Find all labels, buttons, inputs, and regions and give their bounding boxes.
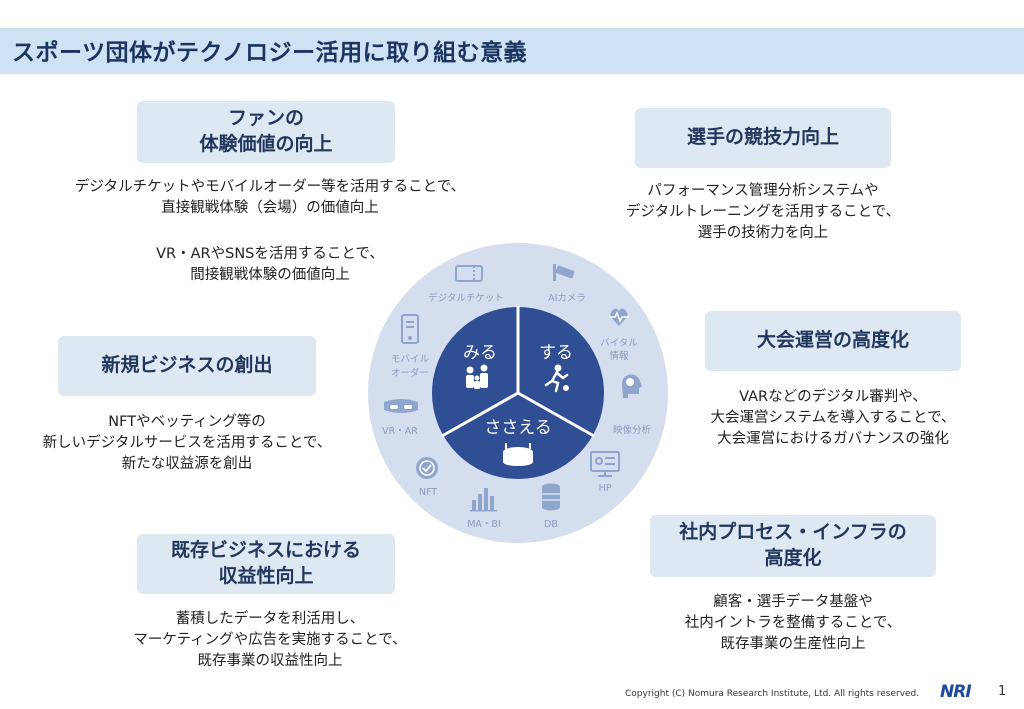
page-title: スポーツ団体がテクノロジー活用に取り組む意義 [12, 40, 528, 66]
desc-line: 新しいデジタルサービスを活用することで、 [42, 435, 332, 452]
ring-label-hp: HP [599, 483, 612, 494]
desc-fan-direct: デジタルチケットやモバイルオーダー等を活用することで、 直接観戦体験（会場）の価… [60, 177, 480, 219]
desc-line: 新たな収益源を創出 [121, 456, 253, 473]
desc-line: 既存事業の収益性向上 [197, 653, 343, 670]
box-existing-line1: 既存ビジネスにおける [170, 539, 361, 562]
desc-line: NFTやベッティング等の [108, 414, 266, 430]
nft-badge-icon [416, 457, 438, 479]
ring-label-nft: NFT [419, 487, 437, 498]
box-tournament-operation: 大会運営の高度化 [705, 311, 961, 371]
ring-label-video: 映像分析 [613, 424, 652, 436]
desc-line: 直接観戦体験（会場）の価値向上 [161, 200, 379, 217]
ring-label-vital-1: バイタル [600, 338, 638, 349]
desc-line: VARなどのデジタル審判や、 [739, 389, 927, 405]
box-fan-line2: 体験価値の向上 [199, 133, 333, 155]
desc-line: 選手の技術力を向上 [697, 225, 829, 242]
box-athlete-performance: 選手の競技力向上 [635, 108, 891, 168]
desc-line: 蓄積したデータを利活用し、 [175, 611, 365, 627]
box-internal-line2: 高度化 [764, 547, 822, 569]
ring-label-mobile-1: モバイル [391, 354, 430, 365]
segment-watch: みる [463, 343, 497, 363]
database-icon [542, 483, 560, 511]
runner-icon [544, 364, 569, 393]
segment-play: する [539, 343, 573, 363]
desc-line: マーケティングや広告を実施することで、 [133, 632, 407, 649]
box-internal-line1: 社内プロセス・インフラの [679, 521, 907, 544]
box-new-business-label: 新規ビジネスの創出 [101, 354, 273, 377]
heart-icon [609, 308, 629, 326]
box-fan-line1: ファンの [227, 107, 304, 130]
desc-line: デジタルチケットやモバイルオーダー等を活用することで、 [74, 179, 466, 195]
desc-new-business: NFTやベッティング等の 新しいデジタルサービスを活用することで、 新たな収益源… [0, 412, 374, 475]
ring-label-ticket: デジタルチケット [428, 292, 504, 304]
ring-label-db: DB [544, 519, 558, 530]
desc-line: 間接観戦体験の価値向上 [190, 267, 350, 284]
nri-logo: NRI [940, 682, 972, 702]
ring-label-vr-ar: VR・AR [382, 426, 418, 437]
box-new-business: 新規ビジネスの創出 [58, 336, 316, 396]
desc-line: 既存事業の生産性向上 [720, 636, 866, 653]
desc-internal: 顧客・選手データ基盤や 社内イントラを整備することで、 既存事業の生産性向上 [608, 592, 978, 655]
technology-ring-diagram: みる する ささえる デジタルチケット AIカメラ バイタル 情報 映像分析 [368, 243, 668, 543]
camera-icon [553, 264, 575, 281]
desc-athlete: パフォーマンス管理分析システムや デジタルトレーニングを活用することで、 選手の… [578, 181, 948, 244]
family-icon [466, 364, 488, 389]
desc-line: 大会運営におけるガバナンスの強化 [717, 431, 949, 448]
box-tournament-label: 大会運営の高度化 [756, 329, 909, 352]
desc-line: 大会運営システムを導入することで、 [710, 410, 956, 427]
copyright-text: Copyright (C) Nomura Research Institute,… [625, 689, 920, 699]
segment-support: ささえる [484, 418, 552, 438]
smartphone-icon [401, 314, 419, 344]
ticket-icon [455, 265, 483, 282]
desc-existing-business: 蓄積したデータを利活用し、 マーケティングや広告を実施することで、 既存事業の収… [60, 609, 480, 672]
divider-line [441, 391, 519, 438]
box-existing-business: 既存ビジネスにおける 収益性向上 [137, 534, 395, 594]
ring-label-ma-bi: MA・BI [467, 519, 501, 530]
box-existing-line2: 収益性向上 [218, 565, 314, 587]
desc-fan-indirect: VR・ARやSNSを活用することで、 間接観戦体験の価値向上 [60, 244, 480, 286]
stadium-icon [503, 443, 533, 466]
page-number: 1 [998, 684, 1007, 699]
brain-head-icon [622, 374, 642, 398]
desc-line: VR・ARやSNSを活用することで、 [156, 246, 384, 262]
box-internal-process: 社内プロセス・インフラの 高度化 [650, 515, 936, 577]
ring-label-vital-2: 情報 [609, 350, 629, 362]
desc-line: デジタルトレーニングを活用することで、 [625, 204, 901, 221]
box-fan-experience: ファンの 体験価値の向上 [137, 101, 395, 163]
desc-tournament: VARなどのデジタル審判や、 大会運営システムを導入することで、 大会運営におけ… [658, 387, 1008, 450]
desc-line: パフォーマンス管理分析システムや [647, 183, 879, 199]
vr-headset-icon [384, 399, 418, 413]
bar-chart-icon [470, 488, 497, 512]
divider-line [517, 391, 595, 438]
box-athlete-label: 選手の競技力向上 [686, 126, 839, 149]
desc-line: 社内イントラを整備することで、 [684, 615, 902, 632]
ring-label-mobile-2: オーダー [391, 367, 429, 379]
title-bar [0, 28, 1024, 74]
ring-label-ai-camera: AIカメラ [548, 293, 586, 304]
desc-line: 顧客・選手データ基盤や [713, 594, 873, 610]
monitor-icon [590, 451, 620, 477]
